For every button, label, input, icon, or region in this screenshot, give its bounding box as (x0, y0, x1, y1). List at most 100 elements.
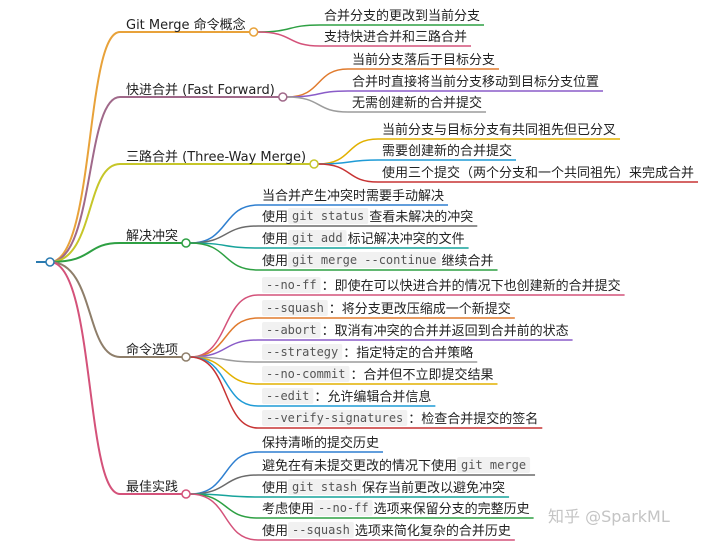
code-text: --strategy (266, 345, 338, 359)
leaf-edge (318, 138, 621, 165)
leaf-text: 选项来保留分支的完整历史 (374, 501, 530, 517)
leaf-text: 避免在有未提交更改的情况下使用 (262, 458, 457, 474)
branch-edge (49, 261, 183, 495)
branch-label: 命令选项 (126, 342, 178, 358)
leaf-item: 合并分支的更改到当前分支 (324, 8, 480, 24)
leaf-text: 考虑使用 (262, 501, 314, 517)
leaf-item: 保持清晰的提交历史 (262, 435, 379, 451)
root-node (45, 257, 55, 267)
leaf-text: 继续合并 (442, 254, 494, 269)
leaf-item: 使用 --squash 选项来简化复杂的合并历史 (262, 522, 511, 539)
leaf-edge (190, 225, 478, 244)
code-text: --no-commit (266, 367, 345, 381)
branch-node (309, 159, 319, 169)
leaf-text: 保持清晰的提交历史 (262, 435, 379, 451)
leaf-text: 使用 (262, 253, 288, 269)
leaf-edge (190, 242, 498, 271)
code-text: git merge --continue (292, 253, 437, 267)
edge-layer (36, 24, 699, 541)
leaf-edge (190, 339, 573, 358)
leaf-text: 需要创建新的合并提交 (382, 143, 512, 159)
branch-node (181, 352, 191, 362)
leaf-edge (190, 242, 469, 249)
code-text: --no-ff (318, 501, 369, 515)
code-chip (457, 457, 531, 473)
leaf-item: 当合并产生冲突时需要手动解决 (262, 188, 444, 204)
leaf-item: 使用 git add 标记解决冲突的文件 (262, 230, 465, 247)
leaf-text: 使用 (262, 523, 288, 539)
leaf-text: 无需创建新的合并提交 (352, 95, 482, 111)
code-chip (262, 388, 314, 404)
leaf-item: --squash ：将分支更改压缩成一个新提交 (262, 300, 511, 317)
leaf-item: --no-commit ：合并但不立即提交结果 (262, 366, 494, 383)
leaf-text: ：将分支更改压缩成一个新提交 (329, 301, 511, 317)
branch-label: 三路合并 (Three-Way Merge) (126, 149, 306, 165)
watermark: 知乎 @SparkML (548, 507, 670, 526)
code-text: --no-ff (266, 278, 317, 292)
leaf-item: 无需创建新的合并提交 (352, 95, 482, 111)
code-chip (262, 366, 350, 382)
code-chip (288, 230, 347, 246)
leaf-text: ：取消有冲突的合并并返回到合并前的状态 (322, 323, 569, 339)
leaf-text: 查看未解决的冲突 (369, 209, 473, 225)
leaf-text: ：允许编辑合并信息 (314, 389, 431, 405)
code-chip (288, 522, 354, 538)
leaf-edge (190, 356, 478, 363)
leaf-item: 需要创建新的合并提交 (382, 143, 512, 159)
leaf-edge (190, 356, 543, 429)
code-chip (288, 208, 369, 224)
leaf-edge (190, 493, 515, 541)
code-chip (262, 277, 321, 293)
leaf-edge (190, 294, 625, 358)
code-chip (262, 410, 408, 426)
branch-label: 快进合并 (Fast Forward) (126, 83, 275, 98)
leaf-text: 合并时直接将当前分支移动到目标分支位置 (352, 74, 599, 90)
leaf-edge (286, 96, 487, 113)
leaf-item: 当前分支与目标分支有共同祖先但已分叉 (382, 122, 616, 138)
leaf-text: 使用三个提交（两个分支和一个共同祖先）来完成合并 (382, 165, 694, 181)
code-text: --squash (292, 523, 350, 537)
code-chip (288, 252, 441, 268)
code-text: --edit (266, 389, 309, 403)
leaf-text: 当前分支落后于目标分支 (352, 52, 495, 68)
branch-label: 最佳实践 (126, 480, 178, 495)
leaf-item: 使用 git merge --continue 继续合并 (262, 252, 494, 269)
leaf-edge (318, 163, 699, 183)
leaf-item: 考虑使用 --no-ff 选项来保留分支的完整历史 (262, 500, 530, 517)
code-chip (262, 322, 321, 338)
leaf-item: 使用 git status 查看未解决的冲突 (262, 208, 473, 225)
code-text: git add (292, 231, 343, 245)
leaf-item: --no-ff ：即使在可以快进合并的情况下也创建新的合并提交 (262, 277, 621, 294)
leaf-edge (190, 493, 510, 498)
leaf-text: 选项来简化复杂的合并历史 (355, 523, 511, 539)
leaf-edge (318, 159, 517, 165)
branch-edge (49, 163, 311, 263)
branch-node (248, 27, 259, 37)
branch-node (181, 238, 191, 248)
branch-node (181, 489, 191, 499)
leaf-text: ：即使在可以快进合并的情况下也创建新的合并提交 (322, 278, 621, 294)
code-text: git status (292, 209, 364, 223)
leaf-text: 使用 (262, 231, 288, 247)
leaf-item: 避免在有未提交更改的情况下使用 git merge (262, 457, 531, 474)
leaf-item: --verify-signatures：检查合并提交的签名 (262, 410, 538, 427)
branch-edge (49, 31, 250, 263)
leaf-text: ：合并但不立即提交结果 (350, 367, 493, 383)
leaf-text: 当合并产生冲突时需要手动解决 (262, 188, 444, 204)
leaf-item: --edit ：允许编辑合并信息 (262, 388, 431, 405)
leaf-item: --abort：取消有冲突的合并并返回到合并前的状态 (262, 322, 569, 339)
code-text: --squash (266, 301, 324, 315)
branch-edge (49, 96, 279, 263)
leaf-text: ：指定特定的合并策略 (343, 345, 473, 361)
code-text: git merge (461, 458, 526, 472)
leaf-item: --strategy ：指定特定的合并策略 (262, 344, 473, 361)
leaf-edge (190, 204, 449, 244)
branch-edge (49, 242, 183, 263)
leaf-item: 当前分支落后于目标分支 (352, 52, 495, 68)
branch-label: Git Merge 命令概念 (126, 17, 246, 33)
code-chip (288, 479, 362, 495)
leaf-text: 保存当前更改以避免冲突 (362, 480, 505, 496)
leaf-text: 合并分支的更改到当前分支 (324, 8, 480, 24)
leaf-edge (190, 474, 536, 495)
